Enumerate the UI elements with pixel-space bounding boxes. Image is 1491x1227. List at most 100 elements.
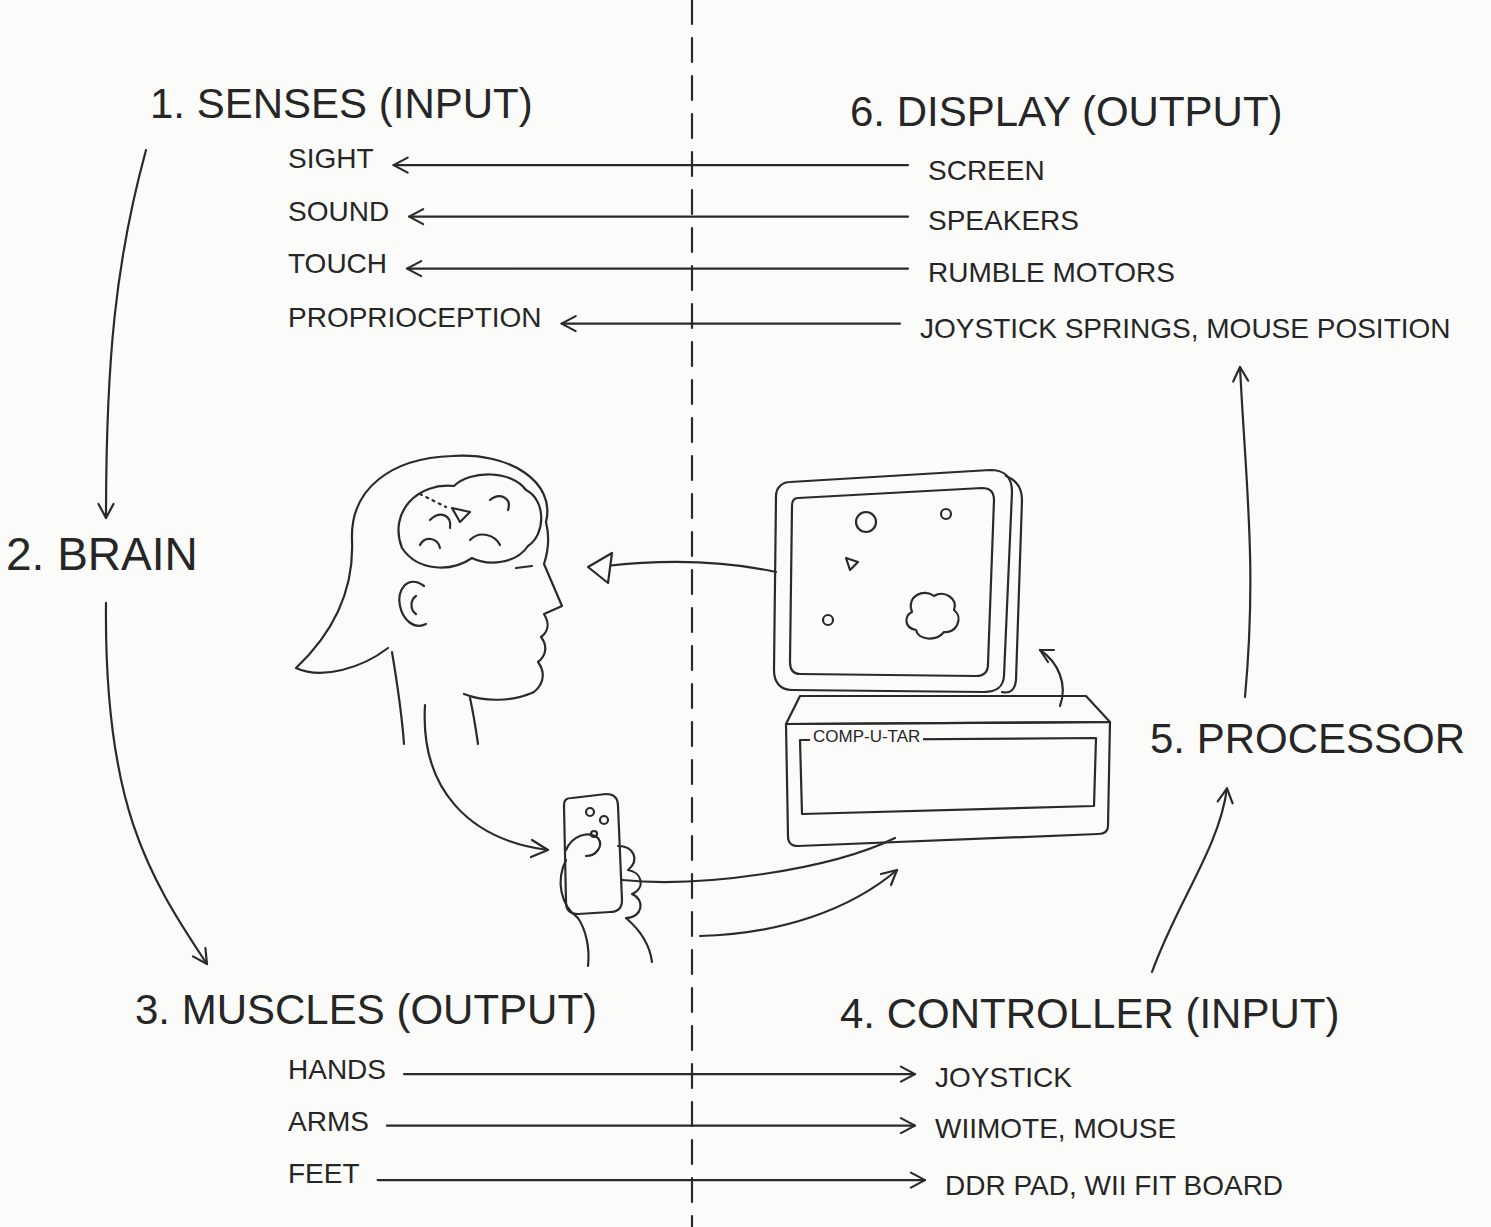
thought-dotted-line (420, 494, 446, 507)
hand-palm (561, 860, 589, 966)
arrow-head (562, 316, 576, 331)
head-to-hand-arrow (425, 705, 548, 850)
item-text: JOYSTICK (935, 1062, 1072, 1094)
arrow-head (394, 158, 408, 173)
asteroid (906, 593, 958, 639)
face-profile (464, 522, 562, 700)
arrow-head (409, 209, 423, 224)
screen-to-eye-arrow (606, 562, 776, 572)
monitor-side (1002, 476, 1022, 693)
ear-inner (412, 596, 417, 614)
stage-heading: 6. DISPLAY (OUTPUT) SCREEN SPEAKERS RUMBLE … (850, 88, 1455, 349)
monitor-screen (790, 488, 994, 676)
flow-arrow (404, 1067, 915, 1082)
arrow-line (394, 164, 908, 166)
head-to-hand-arrowhead (531, 840, 548, 857)
controller-to-computer-arrowhead (881, 870, 897, 885)
heading-text: 6. DISPLAY (OUTPUT) (850, 88, 1283, 136)
item-text: SCREEN (928, 155, 1045, 187)
item-text: WIIMOTE, MOUSE (935, 1113, 1176, 1145)
flow-arrow (562, 316, 900, 331)
wiimote-button (586, 808, 594, 816)
ship-on-screen (846, 558, 858, 570)
list-item: SOUND (288, 196, 389, 228)
ship-in-brain (452, 508, 470, 522)
arrow-head (407, 261, 421, 276)
flow-arrow (378, 1173, 925, 1188)
arrow-line (1152, 788, 1227, 972)
stage-heading: 2. BRAIN (6, 528, 198, 581)
screen-to-eye-arrowhead (588, 553, 612, 583)
heading-text: 5. PROCESSOR (1150, 715, 1465, 763)
list-item: DDR PAD, WII FIT BOARD (945, 1170, 1283, 1202)
wiimote-body (564, 794, 622, 914)
arrow-head (1233, 367, 1248, 382)
item-text: DDR PAD, WII FIT BOARD (945, 1170, 1283, 1202)
arrow-line (1240, 367, 1250, 697)
flow-arrow (394, 158, 908, 173)
list-item: ARMS (288, 1106, 369, 1138)
neck-front (470, 698, 478, 744)
stage-heading: 4. CONTROLLER (INPUT) JOYSTICK WIIMOTE, MO… (840, 990, 1343, 1206)
hand-wrist (626, 918, 652, 962)
item-text: RUMBLE MOTORS (928, 257, 1175, 289)
brain-outline (398, 474, 541, 567)
item-text: TOUCH (288, 248, 387, 280)
heading-text: 1. SENSES (INPUT) (150, 80, 533, 128)
divider-dashed-line (691, 0, 693, 1227)
asteroid (941, 509, 951, 519)
flow-arrow (1152, 788, 1233, 972)
asteroid (823, 615, 833, 625)
list-item: RUMBLE MOTORS (928, 257, 1175, 289)
controller-to-computer-arrow (700, 870, 897, 936)
flow-arrow (407, 261, 908, 276)
asteroid (856, 512, 876, 532)
arrow-line (106, 603, 207, 964)
monitor-outline (774, 470, 1012, 692)
arrow-head (1218, 788, 1233, 803)
neck-back (392, 652, 404, 744)
arrow-head (99, 504, 114, 518)
item-text: JOYSTICK SPRINGS, MOUSE POSITION (920, 313, 1451, 345)
wiimote-button (600, 816, 608, 824)
stage-heading: 1. SENSES (INPUT) SIGHT SOUND TOUCH PROPRIOC… (150, 80, 546, 338)
heading-text: 4. CONTROLLER (INPUT) (840, 990, 1339, 1038)
item-text: SIGHT (288, 143, 374, 175)
arrow-line (387, 1124, 915, 1126)
item-text: FEET (288, 1158, 360, 1190)
item-text: PROPRIOCEPTION (288, 302, 542, 334)
arrow-line (106, 150, 146, 518)
list-item: JOYSTICK (935, 1062, 1072, 1094)
arrow-line (562, 323, 900, 325)
brain-fold (490, 496, 509, 510)
list-item: SPEAKERS (928, 205, 1079, 237)
arrow-head (901, 1067, 915, 1082)
list-item: SCREEN (928, 155, 1045, 187)
arrow-head (193, 948, 207, 964)
device-label: COMP-U-TAR (810, 727, 923, 747)
controller-cord (622, 838, 895, 882)
arrow-head (901, 1118, 915, 1133)
heading-text: 3. MUSCLES (OUTPUT) (135, 986, 597, 1034)
hand-thumb (566, 834, 600, 856)
computer-panel (800, 738, 1096, 814)
eye (516, 566, 532, 568)
brain-fold (470, 535, 500, 545)
brain-fold (420, 539, 440, 548)
brain-fold (430, 515, 450, 528)
list-item: JOYSTICK SPRINGS, MOUSE POSITION (920, 313, 1451, 345)
list-item: WIIMOTE, MOUSE (935, 1113, 1176, 1145)
item-text: ARMS (288, 1106, 369, 1138)
list-item: SIGHT (288, 143, 374, 175)
flow-arrow (409, 209, 908, 224)
flow-arrow (99, 150, 147, 518)
list-item: PROPRIOCEPTION (288, 302, 542, 334)
list-item: HANDS (288, 1054, 386, 1086)
item-text: SPEAKERS (928, 205, 1079, 237)
arrow-line (404, 1073, 915, 1075)
flow-arrow (1233, 367, 1250, 697)
